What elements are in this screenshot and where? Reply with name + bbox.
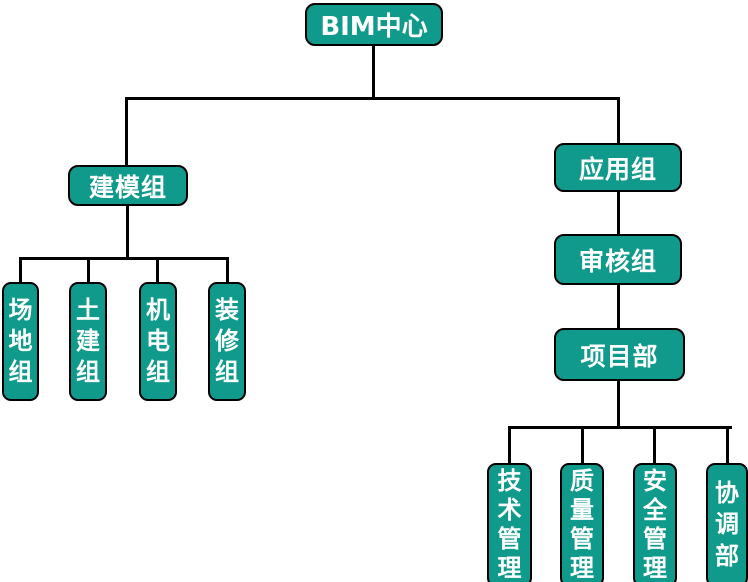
connector-left-horizontal — [19, 257, 229, 260]
node-application-group: 应用组 — [554, 143, 682, 192]
node-quality-mgmt: 质量管理 — [560, 463, 604, 582]
node-label: 技术管理 — [497, 467, 522, 582]
connector-project-down — [617, 380, 620, 429]
node-label: 协调部 — [715, 479, 739, 570]
connector-drop-coordination — [726, 426, 729, 464]
connector-drop-mep — [156, 257, 159, 283]
node-mep-group: 机电组 — [139, 282, 177, 401]
node-label: 建模组 — [88, 172, 167, 202]
node-project-dept: 项目部 — [554, 328, 685, 381]
connector-left-drop — [125, 97, 128, 165]
node-review-group: 审核组 — [554, 234, 682, 285]
connector-root-down — [372, 45, 375, 99]
node-coordination-dept: 协调部 — [706, 463, 748, 582]
node-decoration-group: 装修组 — [208, 282, 246, 401]
connector-drop-quality — [581, 426, 584, 464]
node-bim-center: BIM中心 — [305, 3, 443, 46]
connector-review-project — [617, 284, 620, 329]
connector-top-horizontal — [125, 97, 620, 100]
node-label: 土建组 — [76, 295, 100, 387]
connector-drop-technical — [508, 426, 511, 464]
node-technical-mgmt: 技术管理 — [487, 463, 532, 582]
connector-right-horizontal — [508, 426, 732, 429]
connector-right-drop — [617, 97, 620, 143]
node-label: 应用组 — [578, 154, 657, 184]
node-modeling-group: 建模组 — [68, 165, 188, 206]
node-label: 机电组 — [146, 295, 170, 387]
connector-drop-site — [19, 257, 22, 283]
node-label: 质量管理 — [570, 467, 594, 582]
node-label: 装修组 — [215, 295, 239, 387]
node-label: 安全管理 — [643, 467, 667, 582]
node-site-group: 场地组 — [2, 282, 39, 401]
node-safety-mgmt: 安全管理 — [633, 463, 677, 582]
node-label: 场地组 — [8, 295, 33, 387]
node-label: BIM中心 — [320, 12, 428, 42]
connector-drop-decoration — [226, 257, 229, 283]
node-label: 审核组 — [578, 246, 657, 276]
node-civil-group: 土建组 — [69, 282, 107, 401]
connector-drop-civil — [87, 257, 90, 283]
connector-drop-safety — [653, 426, 656, 464]
node-label: 项目部 — [580, 341, 659, 371]
connector-app-review — [617, 191, 620, 235]
connector-modeling-down — [126, 205, 129, 260]
